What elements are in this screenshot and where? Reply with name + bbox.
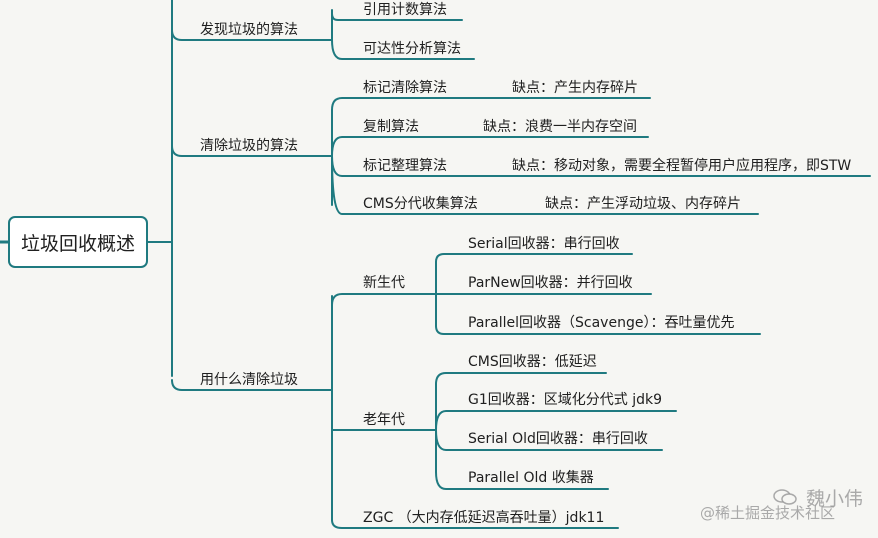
watermark-site: @稀土掘金技术社区 [700, 504, 836, 522]
node-mark-sweep[interactable]: 标记清除算法 [363, 80, 447, 96]
note-cms-generational: 缺点：产生浮动垃圾、内存碎片 [545, 196, 741, 212]
root-label: 垃圾回收概述 [20, 232, 135, 255]
note-mark-sweep: 缺点：产生内存碎片 [512, 80, 638, 96]
node-g1-collector[interactable]: G1回收器：区域化分代式 jdk9 [468, 392, 662, 408]
branch-use-label[interactable]: 用什么清除垃圾 [200, 372, 298, 388]
node-reachability-analysis[interactable]: 可达性分析算法 [363, 41, 461, 57]
node-cms-collector[interactable]: CMS回收器：低延迟 [468, 354, 597, 370]
branch-find-label[interactable]: 发现垃圾的算法 [200, 22, 298, 38]
watermark-author: 魏小伟 [806, 488, 864, 510]
node-cms-generational[interactable]: CMS分代收集算法 [363, 196, 478, 212]
node-mark-compact[interactable]: 标记整理算法 [363, 158, 447, 174]
node-zgc[interactable]: ZGC （大内存低延迟高吞吐量）jdk11 [363, 510, 605, 526]
node-copying[interactable]: 复制算法 [363, 119, 419, 135]
node-serial-old-collector[interactable]: Serial Old回收器：串行回收 [468, 431, 648, 447]
node-serial-collector[interactable]: Serial回收器：串行回收 [468, 236, 620, 252]
node-parnew-collector[interactable]: ParNew回收器：并行回收 [468, 275, 633, 291]
branch-clear-label[interactable]: 清除垃圾的算法 [200, 138, 298, 154]
root-node[interactable]: 垃圾回收概述 [8, 216, 148, 268]
node-young-gen[interactable]: 新生代 [363, 275, 405, 291]
node-parallel-old-collector[interactable]: Parallel Old 收集器 [468, 470, 594, 486]
chat-bubble-icon [773, 489, 797, 505]
node-reference-counting[interactable]: 引用计数算法 [363, 2, 447, 18]
node-parallel-collector[interactable]: Parallel回收器（Scavenge）：吞吐量优先 [468, 315, 735, 331]
node-old-gen[interactable]: 老年代 [363, 412, 405, 428]
note-copying: 缺点：浪费一半内存空间 [483, 119, 637, 135]
note-mark-compact: 缺点：移动对象，需要全程暂停用户应用程序，即STW [512, 158, 852, 174]
